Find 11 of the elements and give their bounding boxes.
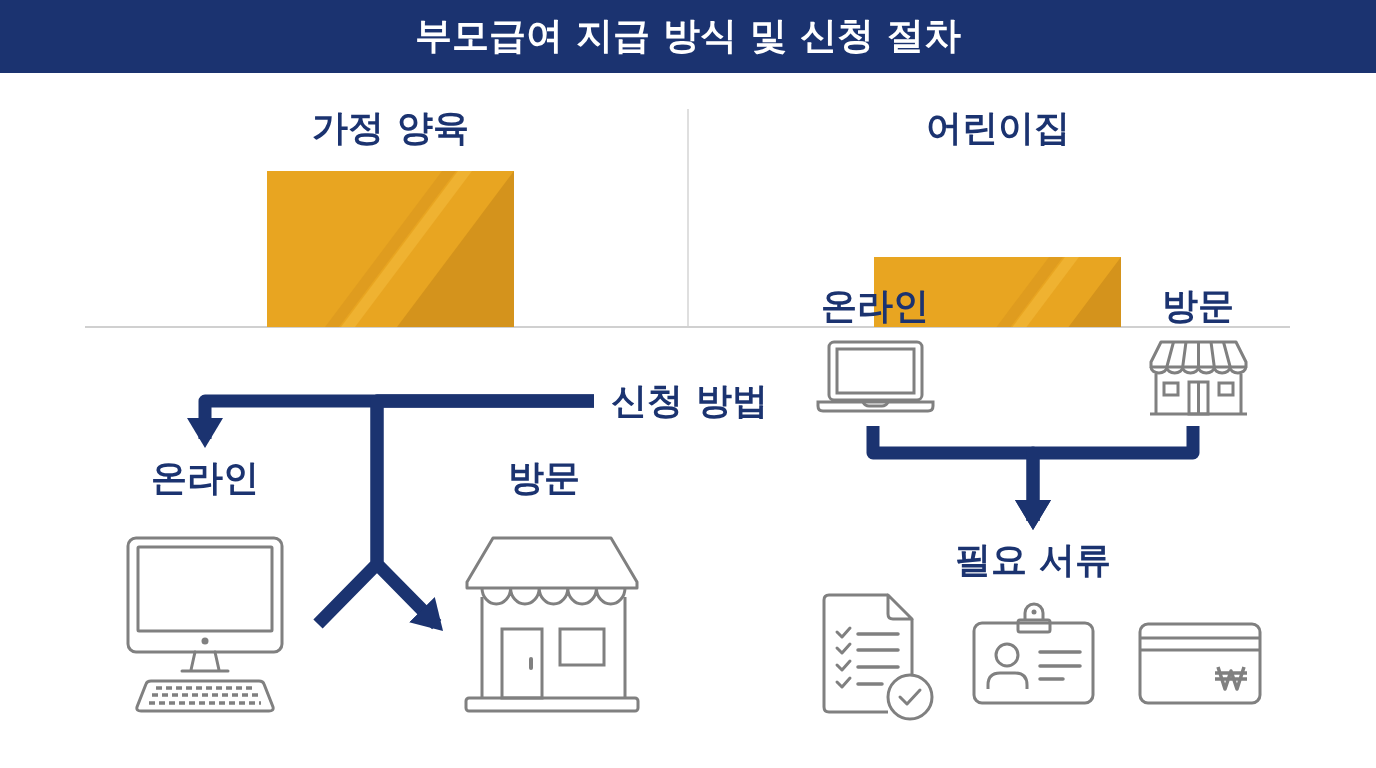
option-label: 방문: [1162, 284, 1234, 328]
page-title: 부모급여 지급 방식 및 신청 절차: [415, 14, 961, 58]
option-label: 온라인: [821, 284, 929, 328]
step-label: 필요 서류: [954, 538, 1112, 582]
connector-line: [313, 394, 594, 629]
section-heading: 어린이집: [925, 106, 1070, 150]
section-heading: 가정 양육: [312, 106, 469, 150]
arrow: [1015, 426, 1200, 530]
option-label: 온라인: [151, 456, 259, 500]
step-label: 신청 방법: [611, 379, 768, 423]
option-label: 방문: [508, 456, 580, 500]
